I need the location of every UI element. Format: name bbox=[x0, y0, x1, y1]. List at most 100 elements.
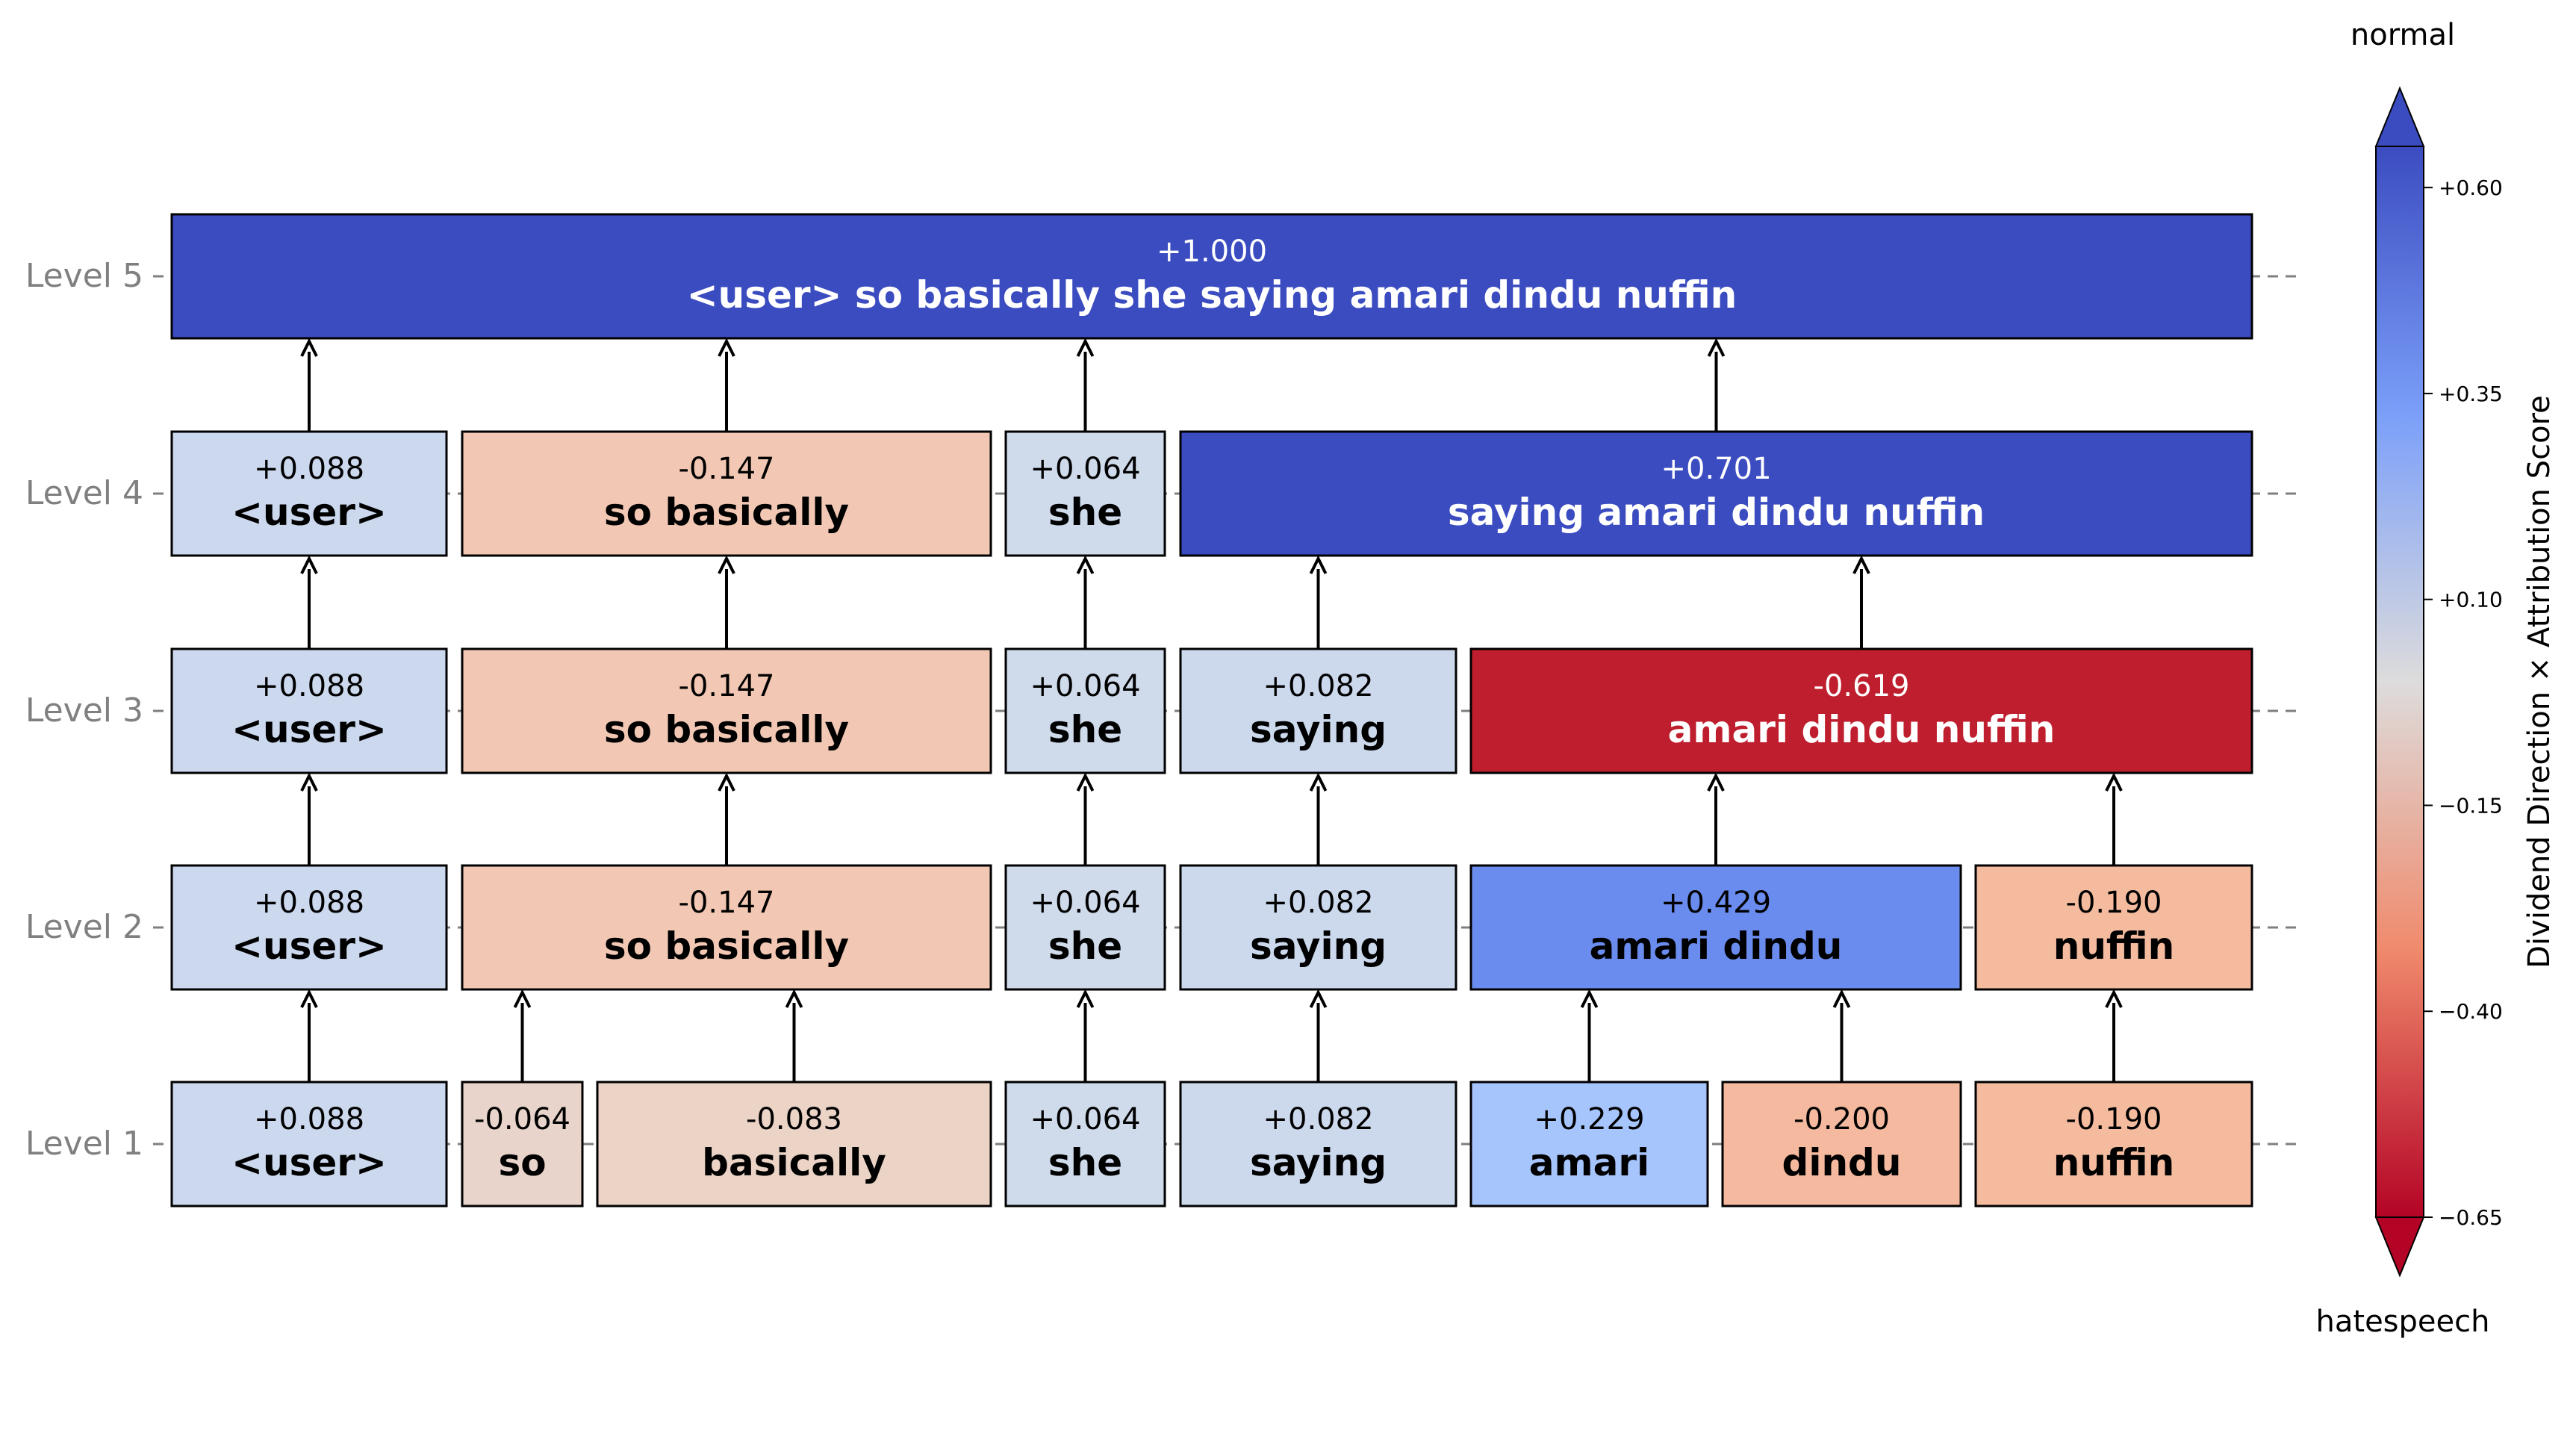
colorbar-tick-label: −0.40 bbox=[2439, 999, 2503, 1024]
node-score: +0.082 bbox=[1263, 1102, 1373, 1137]
node-text: saying bbox=[1250, 708, 1387, 751]
node-box: +0.064 she bbox=[1004, 864, 1166, 991]
node-score: -0.064 bbox=[474, 1102, 570, 1137]
node-text: she bbox=[1048, 491, 1122, 534]
colorbar-tick-label: +0.10 bbox=[2439, 588, 2503, 612]
node-score: +0.088 bbox=[254, 669, 364, 703]
node-rect bbox=[1004, 430, 1166, 557]
node-box: +0.088 <user> bbox=[170, 864, 448, 991]
node-score: +0.429 bbox=[1661, 886, 1771, 920]
node-text: <user> so basically she saying amari din… bbox=[687, 273, 1737, 317]
node-text: dindu bbox=[1782, 1141, 1902, 1184]
node-box: +0.064 she bbox=[1004, 1081, 1166, 1208]
node-rect bbox=[170, 647, 448, 774]
node-rect bbox=[1179, 647, 1457, 774]
node-score: +0.064 bbox=[1030, 452, 1140, 486]
node-text: she bbox=[1048, 924, 1122, 968]
arrow-head bbox=[300, 772, 318, 792]
node-rect bbox=[1469, 1081, 1709, 1208]
node-box: -0.200 dindu bbox=[1721, 1081, 1962, 1208]
node-text: amari dindu nuffin bbox=[1668, 708, 2056, 751]
colorbar-tick-label: +0.60 bbox=[2439, 175, 2503, 200]
node-box: +0.064 she bbox=[1004, 430, 1166, 557]
node-box: +1.000 <user> so basically she saying ama… bbox=[170, 213, 2253, 340]
level-label: Level 5 bbox=[25, 257, 143, 295]
node-text: nuffin bbox=[2053, 924, 2175, 968]
node-rect bbox=[1179, 1081, 1457, 1208]
node-text: amari dindu bbox=[1590, 924, 1843, 968]
node-rect bbox=[170, 1081, 448, 1208]
node-rect bbox=[596, 1081, 992, 1208]
node-score: +0.088 bbox=[254, 886, 364, 920]
node-rect bbox=[461, 864, 992, 991]
colorbar-top-label: normal bbox=[2351, 18, 2455, 52]
node-score: +0.082 bbox=[1263, 886, 1373, 920]
node-text: saying amari dindu nuffin bbox=[1448, 491, 1985, 534]
node-score: +0.088 bbox=[254, 452, 364, 486]
node-text: basically bbox=[702, 1141, 886, 1184]
arrow-head bbox=[1309, 989, 1328, 1008]
node-rect bbox=[461, 430, 992, 557]
node-score: -0.147 bbox=[679, 452, 775, 486]
level-label: Level 2 bbox=[25, 908, 143, 946]
colorbar-bottom-extension bbox=[2374, 1216, 2425, 1278]
node-box: +0.082 saying bbox=[1179, 1081, 1457, 1208]
arrow-head bbox=[1076, 772, 1095, 792]
arrow-head bbox=[718, 772, 735, 792]
node-text: saying bbox=[1250, 1141, 1387, 1184]
arrow-head bbox=[1309, 555, 1328, 574]
node-rect bbox=[1004, 1081, 1166, 1208]
node-rect bbox=[1179, 430, 2253, 557]
node-text: <user> bbox=[231, 924, 387, 968]
arrow-head bbox=[718, 555, 735, 574]
node-boxes: +1.000 <user> so basically she saying ama… bbox=[170, 213, 2253, 1208]
node-box: +0.088<user> bbox=[170, 1081, 448, 1208]
node-score: +1.000 bbox=[1157, 234, 1267, 269]
node-box: +0.429 amari dindu bbox=[1469, 864, 1962, 991]
node-text: she bbox=[1048, 1141, 1122, 1184]
node-rect bbox=[170, 213, 2253, 340]
arrow-head bbox=[1852, 555, 1870, 574]
arrow-head bbox=[1707, 338, 1726, 357]
colorbar-ticks: +0.60+0.35+0.10−0.15−0.40−0.65 bbox=[2424, 175, 2503, 1230]
colorbar-axis-label: Dividend Direction × Attribution Score bbox=[2522, 395, 2557, 969]
colorbar: +0.60+0.35+0.10−0.15−0.40−0.65 normal ha… bbox=[2316, 18, 2557, 1339]
node-rect bbox=[1974, 864, 2253, 991]
arrow-head bbox=[300, 338, 318, 357]
colorbar-gradient bbox=[2375, 146, 2424, 1218]
node-score: -0.083 bbox=[746, 1102, 842, 1137]
colorbar-bottom-label: hatespeech bbox=[2316, 1305, 2490, 1339]
node-box: +0.701 saying amari dindu nuffin bbox=[1179, 430, 2253, 557]
arrow-head bbox=[2105, 772, 2123, 792]
node-score: +0.064 bbox=[1030, 886, 1140, 920]
node-rect bbox=[1469, 647, 2253, 774]
node-rect bbox=[1179, 864, 1457, 991]
node-rect bbox=[1004, 647, 1166, 774]
arrow-head bbox=[300, 989, 318, 1008]
node-score: +0.064 bbox=[1030, 1102, 1140, 1137]
node-score: +0.701 bbox=[1661, 452, 1771, 486]
arrow-head bbox=[513, 989, 532, 1008]
node-box: +0.088<user> bbox=[170, 430, 448, 557]
node-box: +0.088<user> bbox=[170, 647, 448, 774]
node-rect bbox=[170, 864, 448, 991]
node-score: -0.200 bbox=[1793, 1102, 1890, 1137]
node-rect bbox=[170, 430, 448, 557]
arrow-head bbox=[1076, 989, 1095, 1008]
arrow-head bbox=[718, 338, 735, 357]
node-rect bbox=[461, 647, 992, 774]
colorbar-tick-label: −0.15 bbox=[2439, 793, 2503, 818]
node-text: she bbox=[1048, 708, 1122, 751]
node-text: so basically bbox=[604, 924, 849, 968]
